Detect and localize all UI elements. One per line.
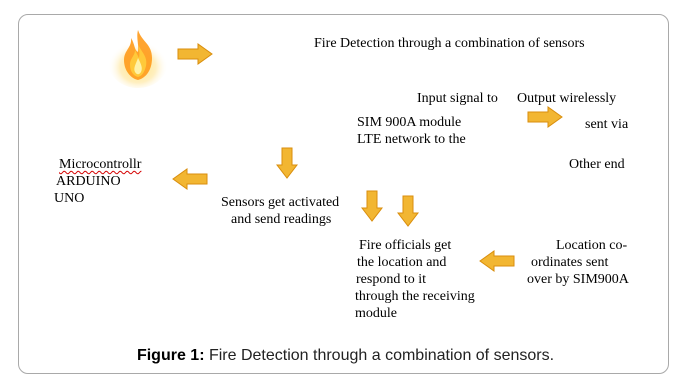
arrow-down-to-fire-officials-1: [361, 190, 383, 222]
sensors-line-2: and send readings: [231, 212, 332, 227]
figure-label: Figure 1:: [136, 347, 205, 364]
sensors-line-1: Sensors get activated: [221, 195, 340, 210]
microcontroller-line-3: UNO: [54, 191, 85, 206]
sim-module-line-2: LTE network to the: [357, 132, 466, 147]
location-line-2: ordinates sent: [531, 255, 609, 270]
input-signal-text: Input signal to: [417, 91, 498, 106]
fire-officials-line-2: the location and: [357, 255, 447, 270]
microcontroller-line-1: Microcontrollr: [59, 157, 142, 172]
other-end-text: Other end: [569, 157, 625, 172]
arrow-down-to-sensors: [276, 147, 298, 179]
arrow-fire-to-title: [177, 43, 213, 65]
fire-officials-line-4: through the receiving: [355, 289, 475, 304]
diagram-title: Fire Detection through a combination of …: [314, 36, 585, 51]
location-line-1: Location co-: [556, 238, 628, 253]
fire-officials-line-3: respond to it: [356, 272, 426, 287]
fire-icon: [108, 30, 168, 88]
location-line-3: over by SIM900A: [527, 272, 629, 287]
fire-officials-line-1: Fire officials get: [359, 238, 452, 253]
arrow-to-wireless: [527, 106, 563, 128]
output-wireless-text: Output wirelessly: [517, 91, 617, 106]
arrow-down-to-fire-officials-2: [397, 195, 419, 227]
figure-caption-text: Fire Detection through a combination of …: [208, 347, 555, 364]
arrow-to-fire-officials: [479, 250, 515, 272]
sim-module-line-1: SIM 900A module: [357, 115, 462, 130]
arrow-to-microcontroller: [172, 168, 208, 190]
figure-caption: Figure 1: Fire Detection through a combi…: [0, 347, 691, 365]
microcontroller-line-2: ARDUINO: [56, 174, 121, 189]
fire-officials-line-5: module: [355, 306, 397, 321]
sent-via-text: sent via: [585, 117, 629, 132]
